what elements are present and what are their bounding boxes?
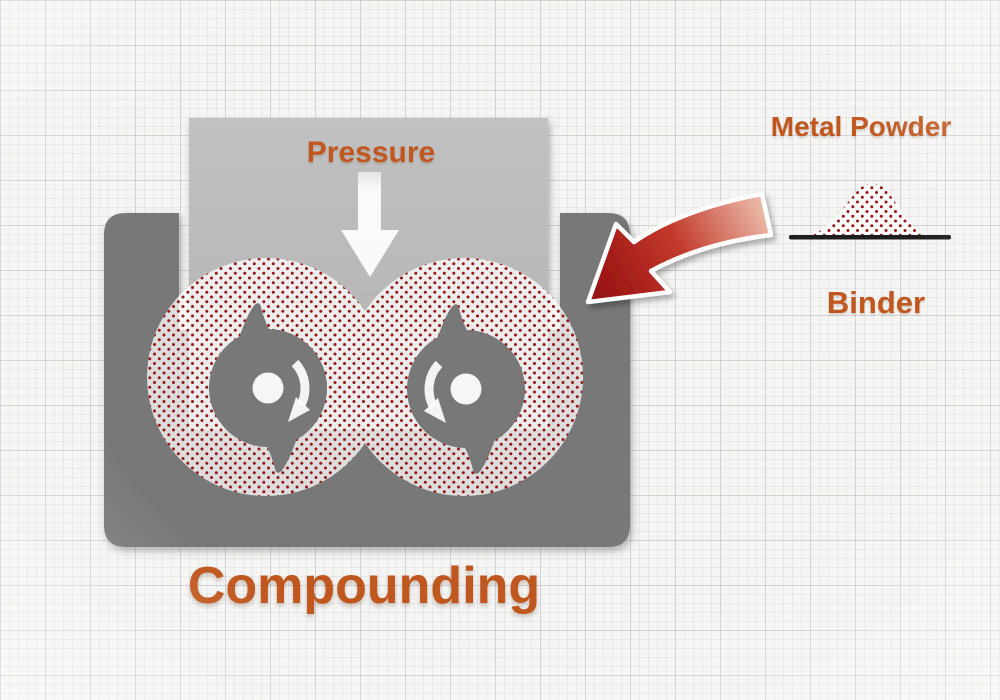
metal-powder-label: Metal Powder [770,111,952,142]
right-rotor [407,304,525,474]
counterclockwise-arrow-icon [424,360,446,423]
binder-line-icon [789,235,951,240]
left-rotor-shaft [252,372,284,404]
clockwise-arrow-icon [288,359,310,422]
pressure-label: Pressure [306,136,436,169]
right-rotor-shaft [450,373,482,405]
left-rotor [209,303,327,473]
page-title: Compounding [187,557,541,615]
feed-arrow-icon [585,191,774,305]
pressure-arrow-icon [341,172,399,277]
binder-label: Binder [826,285,926,320]
powder-pile-icon [805,183,926,238]
